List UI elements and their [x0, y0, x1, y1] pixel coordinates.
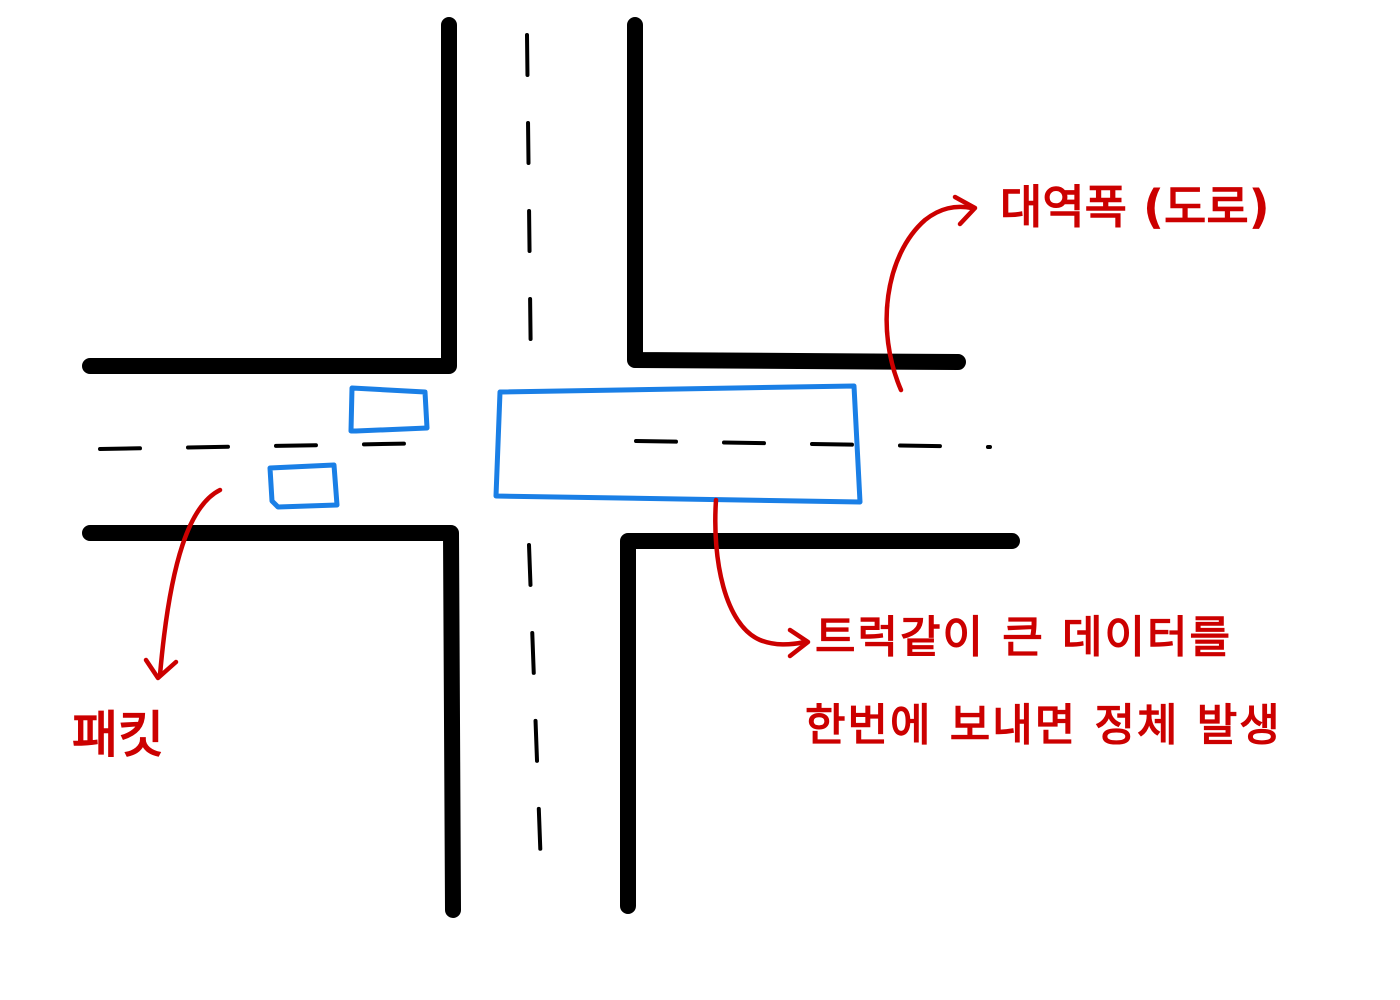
- road-edge-top-left: [82, 17, 457, 374]
- bandwidth-label: 대역폭 (도로): [1000, 180, 1270, 234]
- packet-arrow: [157, 487, 223, 678]
- packet-arrowhead: [143, 657, 179, 681]
- lane-dividers: [98, 33, 992, 897]
- truck-arrow: [713, 497, 808, 647]
- truck-label-line1: 트럭같이 큰 데이터를: [815, 612, 1232, 663]
- truck-label-line2: 한번에 보내면 정체 발생: [805, 700, 1282, 751]
- truck-vehicle: [493, 383, 863, 505]
- lane-divider-vertical-bottom: [527, 543, 544, 897]
- bandwidth-arrow: [884, 204, 975, 393]
- lane-divider-horizontal-left: [98, 441, 442, 451]
- lane-divider-horizontal-right: [634, 439, 992, 449]
- truck-arrowhead: [787, 627, 811, 659]
- vehicles: [267, 383, 863, 510]
- packet-vehicle-lower: [267, 462, 340, 510]
- packet-label: 패킷: [72, 706, 164, 764]
- annotation-arrows: [143, 194, 978, 681]
- bandwidth-arrowhead: [952, 194, 978, 227]
- road-edge-bottom-left: [82, 525, 461, 918]
- lane-divider-vertical-top: [525, 33, 533, 377]
- road-edges: [82, 17, 1020, 918]
- road-edge-top-right: [627, 17, 966, 370]
- packet-vehicle-upper: [348, 385, 430, 434]
- road-edge-bottom-right: [620, 533, 1020, 914]
